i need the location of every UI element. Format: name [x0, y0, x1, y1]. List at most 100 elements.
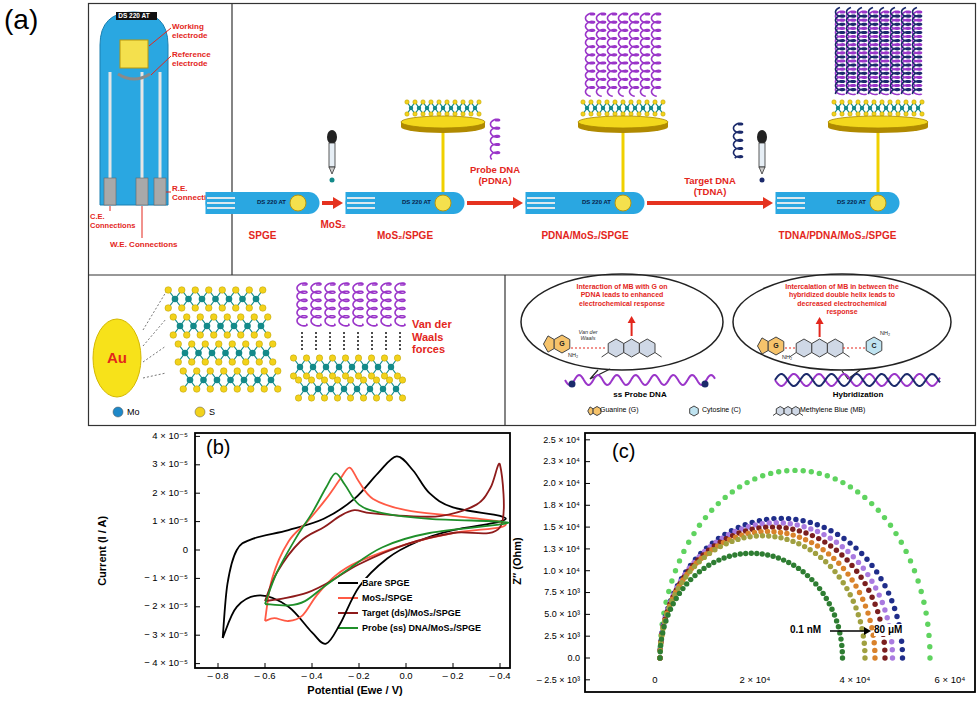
impedance-point [885, 615, 890, 620]
impedance-point [890, 655, 895, 660]
impedance-point [853, 545, 858, 550]
impedance-point [926, 633, 931, 638]
molybdenum-atom [649, 106, 653, 110]
impedance-point [869, 579, 874, 584]
impedance-point [702, 555, 707, 560]
tick-mark [195, 606, 200, 607]
impedance-point [727, 554, 732, 559]
molybdenum-atom [297, 364, 303, 370]
impedance-point [840, 544, 845, 549]
sulfur-atom [399, 377, 405, 383]
molybdenum-atom [465, 106, 469, 110]
sulfur-atom [334, 377, 340, 383]
tick-label: – 0.4 [489, 671, 512, 682]
molybdenum-atom [657, 106, 661, 110]
impedance-point [826, 551, 831, 556]
impedance-point [866, 588, 871, 593]
impedance-point [760, 533, 765, 538]
tick-label: 1 × 10⁻⁵ [152, 516, 189, 527]
sulfur-atom [386, 395, 392, 401]
impedance-point [876, 508, 881, 513]
strip-code: DS 220 AT [402, 199, 431, 206]
sulfur-atom [373, 395, 379, 401]
impedance-point [793, 517, 798, 522]
impedance-point [869, 501, 874, 506]
tick-label: 0 [183, 545, 190, 556]
dna-coil [297, 283, 307, 326]
tick-label: 4 × 10⁻⁵ [152, 431, 189, 442]
legend-text: Probe (ss) DNA/MoS₂/SPGE [362, 623, 483, 633]
figure-part [327, 130, 337, 144]
tick-label: 2.0 × 10⁴ [543, 478, 581, 488]
sulfur-atom [347, 377, 353, 383]
impedance-point [862, 655, 867, 660]
sulfur-atom [912, 100, 916, 104]
impedance-point [790, 539, 795, 544]
sulfur-atom [256, 359, 263, 366]
molybdenum-atom [222, 350, 229, 357]
impedance-point [796, 541, 801, 546]
impedance-point [706, 563, 711, 568]
impedance-point [797, 535, 802, 540]
impedance-point [857, 590, 862, 595]
dna-coil [608, 13, 617, 96]
callout-bubble: Interaction of MB with G on PDNA leads t… [520, 273, 724, 371]
sulfur-atom [453, 112, 457, 116]
sulfur-atom [192, 287, 199, 294]
molybdenum-atom [393, 386, 399, 392]
impedance-point [671, 601, 676, 606]
sulfur-atom [316, 355, 322, 361]
molybdenum-atom [204, 323, 211, 330]
process-arrow [647, 197, 773, 209]
impedance-point [875, 609, 880, 614]
impedance-point [786, 560, 791, 565]
molybdenum-atom [258, 323, 265, 330]
chemical-ring [812, 339, 828, 357]
impedance-point [882, 647, 887, 652]
key-label: Methylene Blue (MB) [800, 406, 867, 414]
callout-bubble: Intercalation of MB in between the hybri… [732, 273, 952, 371]
molybdenum-atom [388, 364, 394, 370]
sulfur-atom [246, 305, 253, 312]
tick-mark [195, 578, 200, 579]
molybdenum-atom [187, 377, 194, 384]
chem-group: NH₂ [782, 354, 794, 360]
impedance-point [882, 607, 887, 612]
legend-line [338, 582, 358, 584]
impedance-point [853, 583, 858, 588]
tick-mark [585, 592, 590, 593]
chemical-ring [796, 339, 812, 357]
strip-contact [777, 207, 805, 209]
molybdenum-atom [433, 106, 437, 110]
impedance-point [665, 612, 670, 617]
chemical-ring [776, 407, 784, 416]
chemical-ring [866, 337, 882, 355]
sulfur-atom [405, 112, 409, 116]
impedance-point [813, 581, 818, 586]
dna-coil [311, 283, 321, 326]
electrode-figure [141, 72, 144, 178]
tick-label: 6 × 10⁴ [935, 675, 967, 686]
impedance-point [663, 618, 668, 623]
sulfur-atom [429, 100, 433, 104]
molybdenum-atom [836, 106, 840, 110]
sulfur-atom [597, 112, 601, 116]
impedance-point [849, 563, 854, 568]
mechanism-figure [544, 316, 941, 416]
part-label: W.E. Connections [110, 240, 179, 249]
working-electrode [615, 195, 631, 211]
molybdenum-atom [195, 350, 202, 357]
sulfur-atom [848, 100, 852, 104]
impedance-point [809, 540, 814, 545]
sulfur-atom [220, 386, 227, 393]
impedance-point [865, 572, 870, 577]
sulfur-atom [183, 332, 190, 339]
panel-frame [504, 275, 505, 426]
sulfur-atom [175, 341, 182, 348]
tick-mark [265, 663, 266, 668]
impedance-point [915, 578, 920, 583]
electrode-figure [136, 178, 148, 205]
legend-text: Target (ds)/MoS₂/SPGE [362, 608, 462, 618]
molybdenum-atom [633, 106, 637, 110]
